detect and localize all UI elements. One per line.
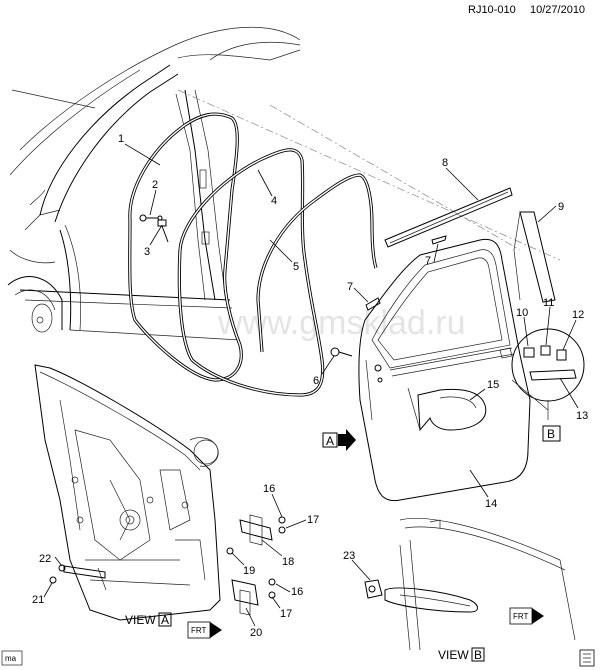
callout-23: 23 (343, 550, 355, 562)
diagram-date: 10/27/2010 (530, 4, 585, 16)
front-badge-a-text: FRT (191, 626, 207, 635)
front-door-assembly (358, 238, 531, 502)
view-marker-b: B (542, 425, 561, 442)
view-marker-a: A (322, 429, 356, 451)
callout-8: 8 (442, 157, 448, 169)
manual-book-icon (579, 649, 595, 667)
bolt-6 (330, 347, 353, 357)
view-a-prefix: VIEW (125, 613, 156, 627)
window-channel-weatherstrip (256, 173, 378, 301)
callout-2: 2 (152, 179, 158, 191)
view-b-prefix: VIEW (438, 648, 469, 662)
callout-14: 14 (485, 498, 497, 510)
door-primary-weatherstrip (177, 148, 325, 397)
view-a-label: VIEW A (125, 612, 172, 627)
callout-22: 22 (39, 553, 51, 565)
callout-10: 10 (516, 307, 528, 319)
corner-label: ma (1, 650, 23, 666)
handle-detail-view (511, 328, 585, 420)
door-applique (513, 211, 556, 303)
alignment-line-2 (269, 104, 521, 251)
front-badge-b-text: FRT (513, 612, 529, 621)
callout-17-lower: 17 (280, 608, 292, 620)
callout-7-lower: 7 (347, 281, 353, 293)
front-direction-badge-a: FRT (187, 621, 222, 639)
callout-21: 21 (32, 594, 44, 606)
callout-11: 11 (543, 297, 554, 309)
diagram-id: RJ10-010 (468, 4, 516, 16)
callout-15: 15 (487, 379, 499, 391)
body-fasteners (139, 214, 169, 243)
alignment-line (177, 89, 561, 261)
callout-16-lower: 16 (291, 586, 303, 598)
callout-17-upper: 17 (307, 514, 319, 526)
view-marker-a-letter: A (326, 434, 334, 448)
belt-molding (384, 187, 513, 248)
callout-numbers: 1 2 3 4 5 6 7 7 8 9 10 11 12 13 15 14 16… (32, 133, 588, 639)
car-body-outline (7, 26, 301, 341)
clip-7-lower (365, 297, 381, 311)
corner-label-text: ma (5, 654, 17, 663)
callout-19: 19 (243, 565, 255, 577)
callout-9: 9 (558, 201, 564, 213)
view-b-letter: B (474, 648, 482, 662)
callout-3: 3 (144, 246, 150, 258)
clip-7-upper (431, 235, 447, 245)
callout-7-upper: 7 (425, 255, 431, 267)
callout-5: 5 (293, 261, 299, 273)
leader-lines (43, 143, 579, 627)
callout-13: 13 (576, 410, 588, 422)
callout-6: 6 (313, 375, 319, 387)
view-marker-b-letter: B (547, 427, 555, 441)
callout-12: 12 (572, 309, 584, 321)
outside-mirror (407, 387, 487, 432)
view-a-letter: A (161, 613, 169, 627)
callout-4: 4 (271, 195, 277, 207)
lower-hinge (226, 547, 276, 616)
callout-18: 18 (282, 556, 294, 568)
callout-20: 20 (250, 627, 262, 639)
watermark: www.gmsklad.ru (217, 304, 466, 342)
view-b-label: VIEW B (438, 647, 485, 662)
door-check-link (49, 564, 107, 591)
door-exterior-detail (364, 518, 576, 651)
door-inner-panel (34, 364, 221, 621)
callout-1: 1 (118, 133, 124, 145)
front-direction-badge-b: FRT (509, 607, 544, 625)
callout-16-upper: 16 (263, 483, 275, 495)
